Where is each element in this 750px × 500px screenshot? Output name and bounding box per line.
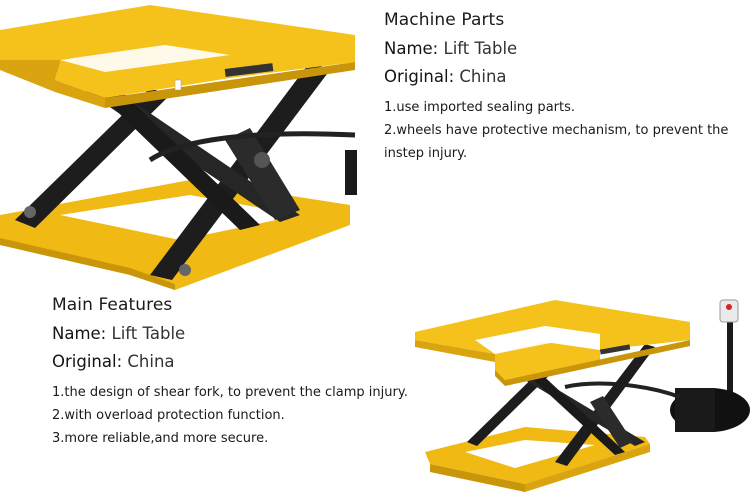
machine-parts-list: 1.use imported sealing parts. 2.wheels h… bbox=[384, 96, 729, 165]
main-features-name-row: Name: Lift Table bbox=[52, 324, 408, 343]
list-item: 3.more reliable,and more secure. bbox=[52, 431, 269, 446]
machine-parts-name-row: Name: Lift Table bbox=[384, 39, 729, 58]
machine-parts-section: Machine Parts Name: Lift Table Original:… bbox=[384, 10, 729, 165]
list-item: 2.wheels have protective mechanism, to p… bbox=[384, 123, 729, 161]
original-label: Original: bbox=[52, 352, 123, 371]
list-item: 1.the design of shear fork, to prevent t… bbox=[52, 385, 408, 400]
list-item: 1.use imported sealing parts. bbox=[384, 100, 576, 115]
original-value: China bbox=[127, 352, 175, 371]
main-features-list: 1.the design of shear fork, to prevent t… bbox=[52, 381, 408, 450]
lift-table-closeup-image bbox=[0, 0, 362, 292]
original-label: Original: bbox=[384, 67, 455, 86]
original-value: China bbox=[459, 67, 507, 86]
name-value: Lift Table bbox=[111, 324, 186, 343]
name-label: Name: bbox=[384, 39, 439, 58]
name-value: Lift Table bbox=[443, 39, 518, 58]
lift-table-full-image bbox=[405, 292, 750, 500]
machine-parts-heading: Machine Parts bbox=[384, 10, 505, 30]
main-features-original-row: Original: China bbox=[52, 352, 408, 371]
machine-parts-original-row: Original: China bbox=[384, 67, 729, 86]
main-features-section: Main Features Name: Lift Table Original:… bbox=[52, 295, 408, 450]
list-item: 2.with overload protection function. bbox=[52, 408, 285, 423]
main-features-heading: Main Features bbox=[52, 295, 173, 315]
name-label: Name: bbox=[52, 324, 107, 343]
